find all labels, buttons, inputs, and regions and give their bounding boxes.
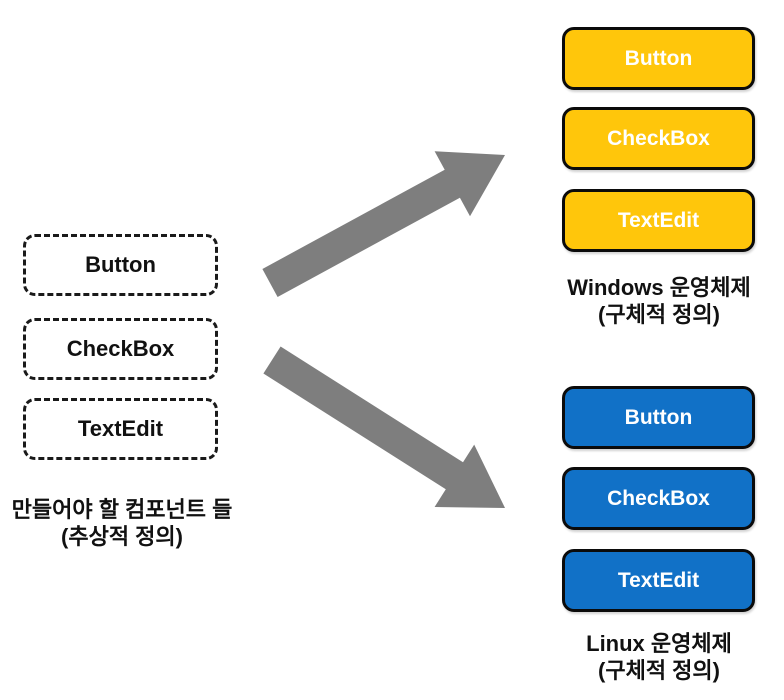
linux-group-caption: Linux 운영체제 (구체적 정의) xyxy=(537,630,781,684)
windows-caption-line1: Windows 운영체제 xyxy=(567,275,751,300)
abstract-button-label: Button xyxy=(85,252,156,277)
arrow-up-right-icon xyxy=(262,151,505,297)
linux-caption-line2: (구체적 정의) xyxy=(598,658,720,683)
windows-textedit-label: TextEdit xyxy=(617,208,700,232)
abstract-caption-line2: (추상적 정의) xyxy=(61,524,183,549)
abstract-group-caption: 만들어야 할 컴포넌트 들 (추상적 정의) xyxy=(0,496,244,550)
abstract-textedit-label: TextEdit xyxy=(77,416,164,441)
linux-textedit-label: TextEdit xyxy=(617,568,700,592)
linux-button-box: Button xyxy=(562,386,755,449)
arrow-down-right-icon xyxy=(263,346,505,508)
windows-group-caption: Windows 운영체제 (구체적 정의) xyxy=(537,274,781,328)
abstract-button-box: Button xyxy=(23,234,218,296)
abstract-checkbox-label: CheckBox xyxy=(66,336,175,361)
windows-button-box: Button xyxy=(562,27,755,90)
linux-checkbox-box: CheckBox xyxy=(562,467,755,530)
windows-caption-line2: (구체적 정의) xyxy=(598,302,720,327)
linux-button-label: Button xyxy=(624,405,693,429)
linux-textedit-box: TextEdit xyxy=(562,549,755,612)
linux-checkbox-label: CheckBox xyxy=(607,486,710,510)
windows-checkbox-box: CheckBox xyxy=(562,107,755,170)
abstract-caption-line1: 만들어야 할 컴포넌트 들 xyxy=(11,497,233,522)
windows-button-label: Button xyxy=(624,46,693,70)
windows-checkbox-label: CheckBox xyxy=(607,126,710,150)
linux-caption-line1: Linux 운영체제 xyxy=(586,631,732,656)
windows-textedit-box: TextEdit xyxy=(562,189,755,252)
abstract-checkbox-box: CheckBox xyxy=(23,318,218,380)
abstract-textedit-box: TextEdit xyxy=(23,398,218,460)
